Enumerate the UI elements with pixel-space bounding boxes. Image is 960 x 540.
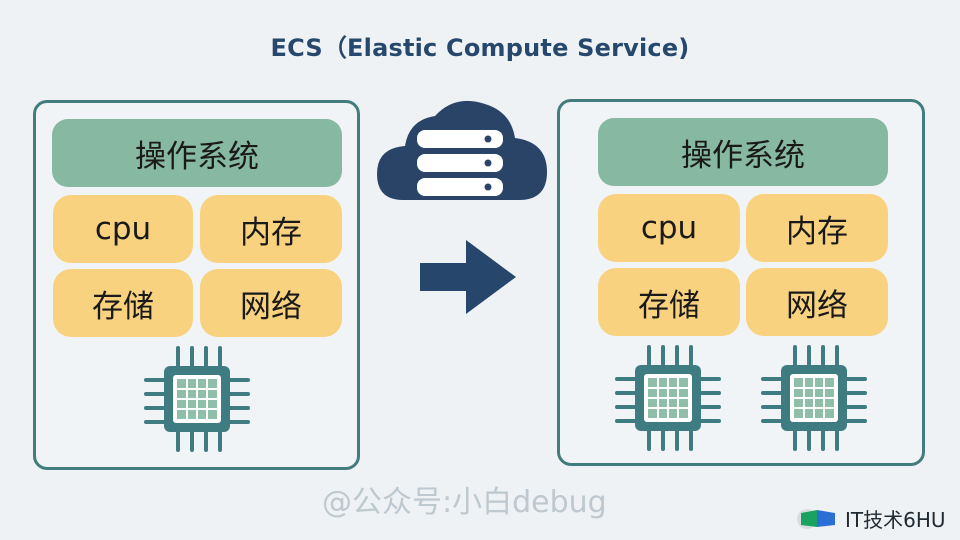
cpu-chip-icon (615, 345, 721, 451)
it-logo-icon (797, 508, 835, 529)
server-right: 操作系统 cpu 内存 存储 网络 (557, 99, 925, 466)
arrow-right-icon (420, 240, 516, 314)
storage-block: 存储 (53, 269, 193, 337)
cpu-chip-icon (144, 346, 250, 452)
network-block: 网络 (200, 269, 342, 337)
diagram-title: ECS（Elastic Compute Service) (270, 34, 690, 62)
cloud-server-icon (377, 100, 547, 200)
cpu-chip-icon (761, 345, 867, 451)
server-left: 操作系统 cpu 内存 存储 网络 (33, 100, 360, 470)
watermark-text: @公众号:小白debug (322, 485, 607, 520)
os-block: 操作系统 (52, 119, 342, 187)
memory-block: 内存 (200, 195, 342, 263)
os-block: 操作系统 (598, 118, 888, 186)
network-block: 网络 (746, 268, 888, 336)
memory-block: 内存 (746, 194, 888, 262)
badge-text: IT技术6HU (845, 508, 946, 532)
storage-block: 存储 (598, 268, 740, 336)
cpu-block: cpu (598, 194, 740, 262)
site-badge: IT技术6HU (795, 504, 946, 533)
cpu-block: cpu (53, 195, 193, 263)
